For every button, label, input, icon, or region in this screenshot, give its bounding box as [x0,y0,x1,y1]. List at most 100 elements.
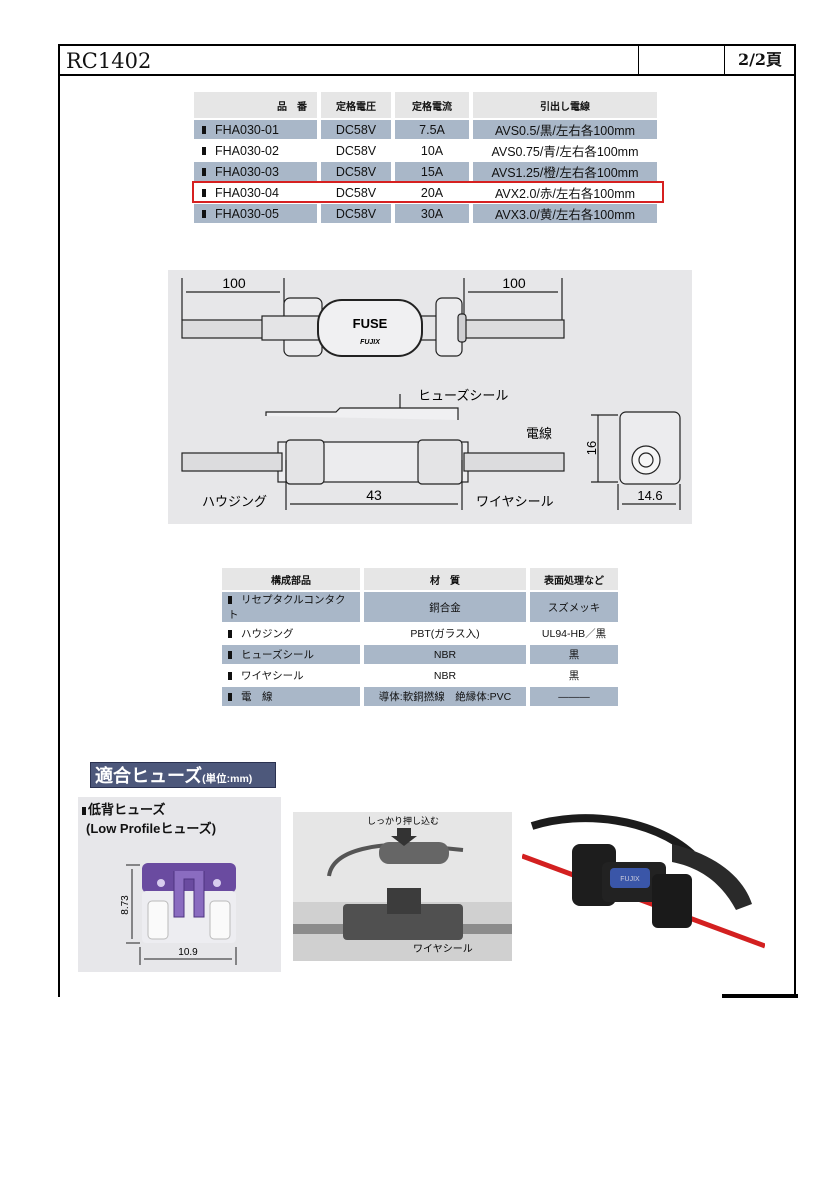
finish-cell: ——— [530,687,618,706]
header-voltage: 定格電圧 [321,92,391,118]
label-housing: ハウジング [202,494,267,509]
bullet-icon [228,693,232,702]
current-cell: 7.5A [395,120,469,139]
table-row: リセプタクルコンタクト 銅合金 スズメッキ [222,592,618,622]
product-photo: FUJIX [521,814,766,959]
dim-width: 14.6 [637,488,662,503]
part-number-cell: FHA030-04 [194,183,317,202]
fuse-type-line1: 低背ヒューズ [82,799,165,818]
fuse-print: FUJIX [620,876,640,883]
bullet-icon [202,126,206,135]
fuse-illustration [142,863,236,943]
finish-cell: 黒 [530,666,618,685]
table-row: ワイヤシール NBR 黒 [222,666,618,685]
component-cell: ワイヤシール [222,666,360,685]
table-row: ヒューズシール NBR 黒 [222,645,618,664]
bullet-icon [228,630,232,639]
wire-cell: AVS0.5/黒/左右各100mm [473,120,657,139]
component-name: リセプタクルコンタクト [228,594,346,621]
press-label: しっかり押し込む [367,815,439,826]
voltage-cell: DC58V [321,141,391,160]
finish-cell: 黒 [530,645,618,664]
table-row: FHA030-04 DC58V 20A AVX2.0/赤/左右各100mm [194,183,657,202]
material-cell: NBR [364,666,526,685]
section-title: 適合ヒューズ(単位:mm) [90,762,276,788]
fuse-type-line1-text: 低背ヒューズ [88,802,166,817]
part-number: FHA030-03 [215,164,279,179]
bullet-icon [202,189,206,198]
part-number: FHA030-04 [215,185,279,200]
wire-cell: AVS1.25/橙/左右各100mm [473,162,657,181]
wire-cell: AVX3.0/黄/左右各100mm [473,204,657,223]
section-title-text: 適合ヒューズ [95,766,203,786]
bullet-icon [202,210,206,219]
component-cell: 電 線 [222,687,360,706]
label-fuse-seal: ヒューズシール [418,388,508,403]
product-table: 品 番 定格電圧 定格電流 引出し電線 FHA030-01 DC58V 7.5A… [190,90,661,225]
fuse-dim-height: 8.73 [120,895,131,915]
material-table-header: 構成部品 材 質 表面処理など [222,568,618,590]
component-name: ヒューズシール [241,649,314,661]
section-title-unit: (単位:mm) [202,773,253,785]
material-cell: PBT(ガラス入) [364,624,526,643]
fuse-dim-width: 10.9 [178,947,198,958]
current-cell: 15A [395,162,469,181]
dim-left: 100 [222,275,246,291]
bullet-icon [82,806,86,815]
material-table: 構成部品 材 質 表面処理など リセプタクルコンタクト 銅合金 スズメッキ ハウ… [218,566,622,708]
footer-rule [722,994,798,998]
page-number: 2/2頁 [724,46,795,74]
part-number-cell: FHA030-01 [194,120,317,139]
table-row: FHA030-02 DC58V 10A AVS0.75/青/左右各100mm [194,141,657,160]
header-material: 材 質 [364,568,526,590]
component-cell: ヒューズシール [222,645,360,664]
label-wire-seal: ワイヤシール [476,494,554,509]
finish-cell: UL94-HB／黒 [530,624,618,643]
table-row: FHA030-01 DC58V 7.5A AVS0.5/黒/左右各100mm [194,120,657,139]
component-name: ワイヤシール [241,670,304,682]
voltage-cell: DC58V [321,120,391,139]
arrow-down-icon [391,828,417,846]
bullet-icon [202,147,206,156]
bullet-icon [228,596,232,605]
component-name: ハウジング [241,628,294,640]
fuse-type-line2: (Low Profileヒューズ) [86,821,217,836]
part-number-cell: FHA030-05 [194,204,317,223]
part-number: FHA030-05 [215,206,279,221]
part-number: FHA030-01 [215,122,279,137]
brand-logo: FUJIX [360,339,381,346]
part-number-cell: FHA030-03 [194,162,317,181]
installation-illustration: しっかり押し込む ワイヤシール [293,812,512,961]
table-row: 電 線 導体:軟銅撚線 絶縁体:PVC ——— [222,687,618,706]
header-finish: 表面処理など [530,568,618,590]
material-cell: NBR [364,645,526,664]
wire-cell: AVS0.75/青/左右各100mm [473,141,657,160]
product-table-header: 品 番 定格電圧 定格電流 引出し電線 [194,92,657,118]
bullet-icon [228,672,232,681]
material-cell: 銅合金 [364,592,526,622]
component-name: 電 線 [241,691,273,703]
component-cell: ハウジング [222,624,360,643]
dim-right: 100 [502,275,526,291]
material-cell: 導体:軟銅撚線 絶縁体:PVC [364,687,526,706]
part-number: FHA030-02 [215,143,279,158]
finish-cell: スズメッキ [530,592,618,622]
voltage-cell: DC58V [321,183,391,202]
header-current: 定格電流 [395,92,469,118]
bullet-icon [202,168,206,177]
header-component: 構成部品 [222,568,360,590]
header-bar: RC1402 2/2頁 [58,44,796,76]
dim-length: 43 [366,487,382,503]
wire-cell: AVX2.0/赤/左右各100mm [473,183,657,202]
table-row: ハウジング PBT(ガラス入) UL94-HB／黒 [222,624,618,643]
header-wire: 引出し電線 [473,92,657,118]
current-cell: 30A [395,204,469,223]
fuse-label: FUSE [353,316,388,331]
component-cell: リセプタクルコンタクト [222,592,360,622]
highlight-box [192,181,664,203]
table-row: FHA030-03 DC58V 15A AVS1.25/橙/左右各100mm [194,162,657,181]
part-number-cell: FHA030-02 [194,141,317,160]
dim-height: 16 [584,441,599,455]
bullet-icon [228,651,232,660]
voltage-cell: DC58V [321,162,391,181]
